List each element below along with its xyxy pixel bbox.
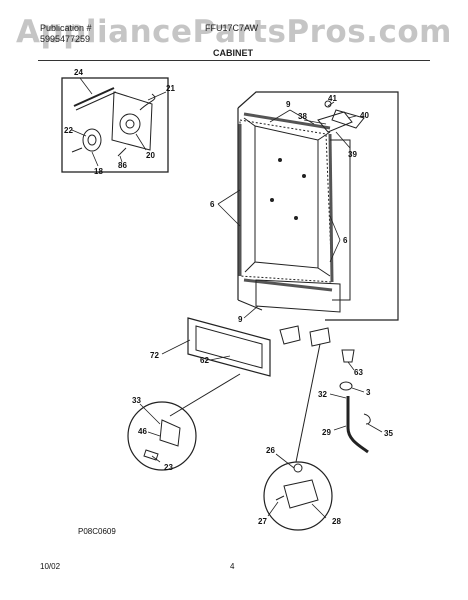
- callout-label: 72: [150, 351, 159, 360]
- leader-to-bottom-circle: [295, 343, 321, 463]
- liner-hole: [278, 158, 282, 162]
- callout-label: 32: [318, 390, 327, 399]
- leg-cap: [339, 381, 353, 391]
- callout-label: 28: [332, 517, 341, 526]
- callout-label: 18: [94, 167, 103, 176]
- drain-tube: [346, 396, 369, 454]
- control-knob-center: [87, 134, 97, 146]
- callout-label: 41: [328, 94, 337, 103]
- callout-label: 9: [286, 100, 291, 109]
- cabinet-base-compartment: [255, 279, 341, 313]
- kick-plate-clip: [309, 327, 331, 347]
- callout-label: 40: [360, 111, 369, 120]
- hinge-cover: [143, 449, 159, 461]
- page-number: 4: [230, 562, 235, 571]
- liner-hole: [270, 198, 274, 202]
- callout-label: 33: [132, 396, 141, 405]
- callout-label: 20: [146, 151, 155, 160]
- callout-label: 63: [354, 368, 363, 377]
- gasket-top: [243, 112, 331, 130]
- callout-label: 27: [258, 517, 267, 526]
- model-number: FFU17C7AW: [205, 23, 259, 33]
- callout-label: 46: [138, 427, 147, 436]
- callout-label: 38: [298, 112, 307, 121]
- callout-label: 21: [166, 84, 175, 93]
- liner-corners: [243, 117, 331, 277]
- callout-label: 9: [238, 315, 243, 324]
- screw-18: [71, 147, 83, 153]
- detail-circle-bottom: [263, 461, 333, 531]
- callout-label: 29: [322, 428, 331, 437]
- control-bracket-strip: [73, 87, 115, 107]
- callout-label: 24: [74, 68, 83, 77]
- hinge-block: [159, 419, 181, 447]
- cabinet-outline-top-right: [237, 91, 399, 321]
- callout-label: 39: [348, 150, 357, 159]
- hinge-bracket: [331, 109, 365, 129]
- publication-label: Publication #: [40, 23, 92, 33]
- control-housing: [111, 91, 153, 151]
- control-inset-box: [61, 77, 169, 173]
- callout-label: 26: [266, 446, 275, 455]
- leader-to-left-circle: [169, 373, 241, 417]
- liner-hole: [302, 174, 306, 178]
- lower-hinge-plate: [283, 479, 319, 509]
- callout-label: 6: [343, 236, 348, 245]
- callout-label: 86: [118, 161, 127, 170]
- upper-hinge: [317, 111, 353, 133]
- kick-plate-inner: [195, 325, 263, 369]
- thermostat-body: [119, 113, 141, 135]
- gasket-bottom: [243, 278, 333, 292]
- figure-code: P08C0609: [78, 527, 116, 536]
- leveling-leg: [341, 349, 355, 363]
- liner-hole: [294, 216, 298, 220]
- kick-plate-bracket: [279, 325, 301, 345]
- section-title: CABINET: [213, 48, 253, 58]
- cabinet-bottom-left: [237, 299, 263, 311]
- callout-label: 3: [366, 388, 371, 397]
- watermark: AppliancePartsPros.com: [16, 14, 452, 50]
- header-rule: [38, 60, 430, 61]
- thermostat-shaft: [125, 119, 135, 129]
- callout-label: 22: [64, 126, 73, 135]
- callout-label: 23: [164, 463, 173, 472]
- footer-date: 10/02: [40, 562, 61, 571]
- publication-number: 5995477259: [40, 34, 91, 44]
- callout-label: 62: [200, 356, 209, 365]
- control-knob: [82, 128, 102, 152]
- cabinet-liner-inner: [254, 125, 319, 269]
- hinge-pin-lower: [293, 463, 303, 473]
- kick-plate: [187, 317, 271, 377]
- control-bracket-strip-edge: [75, 91, 117, 111]
- cabinet-side-panel: [330, 139, 351, 301]
- callout-labels: 24 21 22 20 86 18 9 41 38 40 39 6 6 9 72…: [64, 68, 393, 526]
- drain-clip: [363, 413, 371, 425]
- screw-27: [275, 495, 285, 501]
- callout-label: 35: [384, 429, 393, 438]
- callout-label: 6: [210, 200, 215, 209]
- detail-circle-left: [127, 401, 197, 471]
- gasket-right: [328, 133, 334, 283]
- capillary-tube: [139, 93, 156, 111]
- screw-86: [117, 147, 127, 157]
